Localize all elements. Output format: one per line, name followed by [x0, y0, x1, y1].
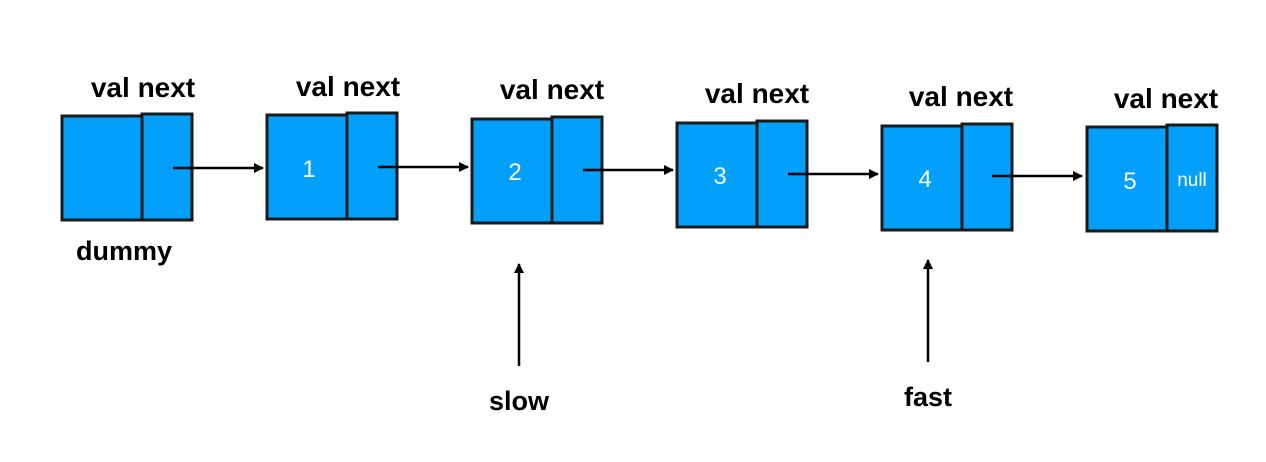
- fast-label: fast: [904, 382, 952, 412]
- dummy-label: dummy: [76, 236, 172, 266]
- node-value: 1: [302, 156, 315, 183]
- node-value: 5: [1123, 168, 1136, 195]
- node-value: 2: [508, 159, 521, 186]
- node-value: 4: [918, 166, 931, 193]
- node-1: val next 1: [265, 71, 400, 221]
- next-cell: [1165, 123, 1219, 233]
- node-4: val next 4: [880, 81, 1014, 232]
- val-cell: [60, 114, 146, 222]
- val-cell: [265, 113, 351, 221]
- node-3: val next 3: [675, 78, 809, 229]
- val-cell: [1085, 125, 1171, 233]
- slow-label: slow: [489, 386, 550, 416]
- next-null-value: null: [1177, 170, 1207, 191]
- val-cell: [880, 124, 966, 232]
- node-value: 3: [713, 163, 726, 190]
- node-5: val next 5 null: [1085, 83, 1219, 233]
- node-header: val next: [705, 78, 809, 109]
- node-header: val next: [909, 81, 1013, 112]
- node-2: val next 2: [470, 74, 604, 225]
- node-header: val next: [91, 72, 195, 103]
- node-header: val next: [296, 71, 400, 102]
- node-header: val next: [1114, 83, 1218, 114]
- val-cell: [675, 121, 761, 229]
- node-header: val next: [500, 74, 604, 105]
- node-dummy: val next: [60, 72, 195, 222]
